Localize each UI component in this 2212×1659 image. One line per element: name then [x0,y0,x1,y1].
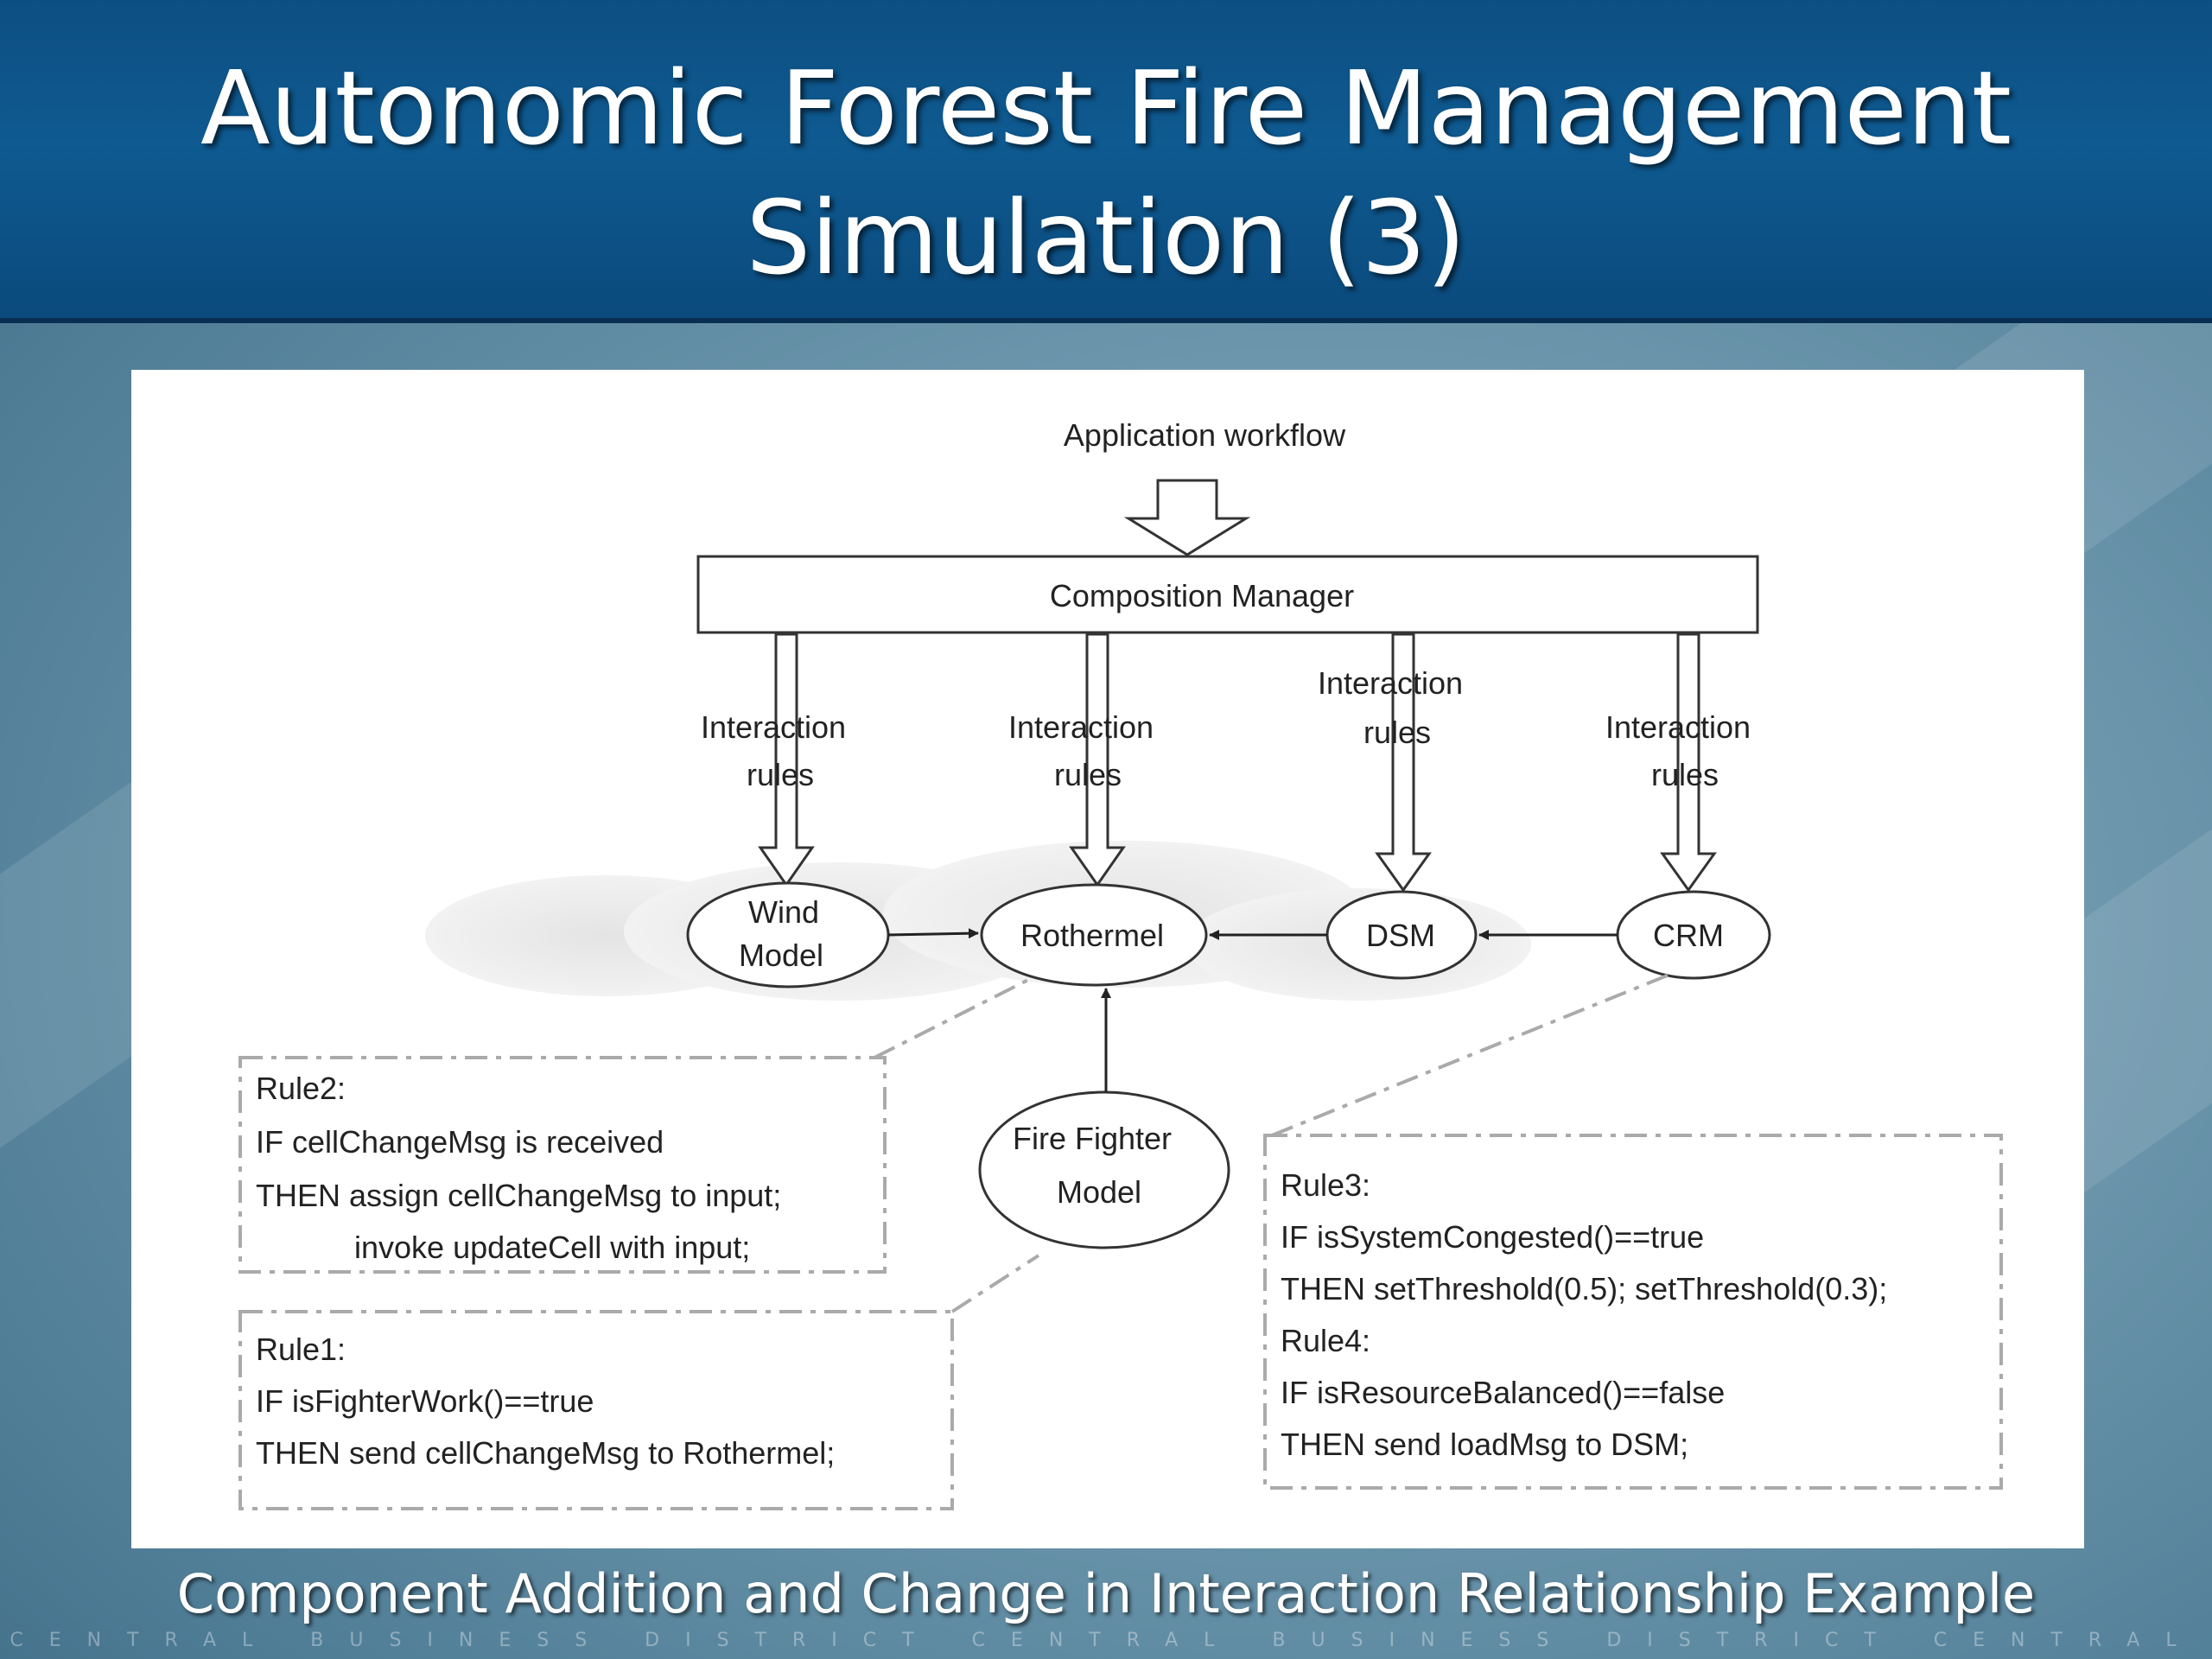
composition-manager-box [696,555,1759,634]
node-rothermel-label: Rothermel [1020,918,1164,953]
rule2-box: Rule2: IF cellChangeMsg is received THEN… [238,1056,887,1274]
slide-caption: Component Addition and Change in Interac… [176,1562,2036,1625]
rule34-line-5: IF isResourceBalanced()==false [1281,1375,1725,1410]
rule2-line-1: Rule2: [256,1071,346,1106]
architecture-diagram: Application workflow Composition Manager… [238,417,2003,1510]
node-fire-fighter-model: Fire Fighter Model [978,1090,1230,1249]
rule2-line-4: invoke updateCell with input; [354,1230,750,1265]
rule34-line-6: THEN send loadMsg to DSM; [1281,1427,1688,1462]
callout-rule2 [874,977,1031,1059]
workflow-label: Application workflow [1064,417,1346,453]
rules-label-rothermel: rules [1054,757,1122,792]
interaction-arrow-crm [1660,632,1717,893]
rule1-line-1: Rule1: [256,1332,346,1367]
footer-watermark: CENTRAL BUSINESS DISTRICT CENTRAL BUSINE… [10,1630,2202,1651]
composition-manager-label: Composition Manager [1050,578,1354,613]
node-crm: CRM [1616,890,1771,980]
rule2-line-2: IF cellChangeMsg is received [256,1124,664,1160]
interaction-arrow-rothermel [1069,632,1126,887]
workflow-arrow [1123,479,1251,556]
rules-label-crm: rules [1651,757,1719,792]
rule1-line-3: THEN send cellChangeMsg to Rothermel; [256,1435,835,1471]
rule34-line-2: IF isSystemCongested()==true [1281,1219,1704,1255]
interaction-label-rothermel: Interaction [1008,709,1154,745]
rule34-box: Rule3: IF isSystemCongested()==true THEN… [1263,1134,2003,1490]
interaction-arrow-dsm [1375,632,1432,893]
callout-rule34 [1271,973,1670,1137]
node-fighter-label-1: Fire Fighter [1013,1121,1172,1156]
interaction-label-dsm: Interaction [1318,665,1463,701]
rule1-line-2: IF isFighterWork()==true [256,1383,594,1419]
slide-title-line-2: Simulation (3) [746,178,1466,297]
node-wind-label-1: Wind [748,894,819,930]
node-dsm-label: DSM [1366,918,1435,953]
interaction-arrows [758,632,1717,893]
rule2-line-3: THEN assign cellChangeMsg to input; [256,1178,781,1213]
rule1-box: Rule1: IF isFighterWork()==true THEN sen… [238,1310,954,1510]
slide-title-line-1: Autonomic Forest Fire Management [200,48,2012,168]
callout-rule1 [950,1254,1040,1313]
interaction-arrow-wind [758,632,815,887]
interaction-label-crm: Interaction [1605,709,1751,745]
node-wind-label-2: Model [739,938,823,973]
title-banner [0,0,2212,323]
arrow-wind-to-rothermel [887,928,979,939]
interaction-label-wind: Interaction [701,709,846,745]
node-wind-model: Wind Model [686,881,890,988]
rules-label-wind: rules [747,757,814,792]
rule34-line-1: Rule3: [1281,1167,1370,1203]
slide-title: Autonomic Forest Fire Management Simulat… [0,43,2212,302]
node-dsm: DSM [1325,890,1478,980]
node-rothermel: Rothermel [980,883,1208,987]
node-crm-label: CRM [1653,918,1724,953]
rules-label-dsm: rules [1363,715,1431,750]
rule34-line-3: THEN setThreshold(0.5); setThreshold(0.3… [1281,1271,1887,1306]
diagram-panel: Application workflow Composition Manager… [131,370,2084,1548]
node-fighter-label-2: Model [1057,1174,1141,1210]
node-connectors [887,928,1618,1092]
rule34-line-4: Rule4: [1281,1323,1370,1358]
callout-lines [874,973,1670,1313]
